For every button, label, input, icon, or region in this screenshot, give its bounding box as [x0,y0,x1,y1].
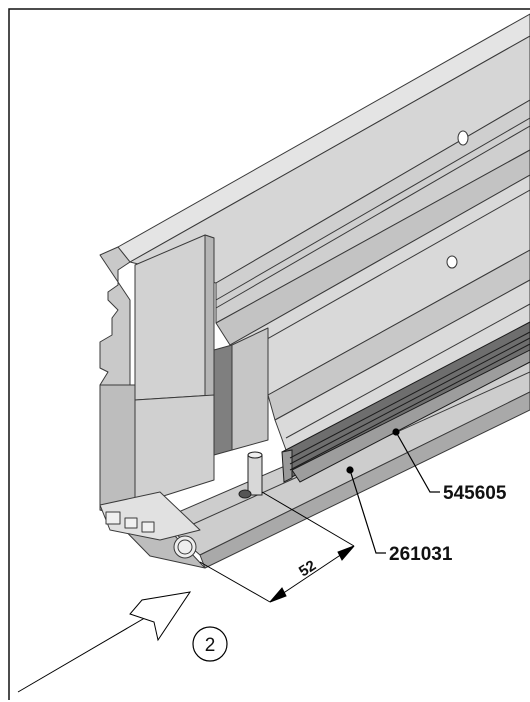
view-marker-label: 2 [205,635,216,656]
dimension-value: 52 [296,557,319,580]
view-arrow [17,591,192,693]
dimension-line [199,491,355,603]
gasket-strip [281,321,530,483]
callout-545605: 545605 [443,483,507,504]
screw [238,451,263,499]
callout-261031: 261031 [389,544,453,565]
leader-545605 [392,428,440,493]
view-marker: 2 [192,626,228,662]
leader-261031 [346,466,386,554]
frame-border [8,8,530,700]
